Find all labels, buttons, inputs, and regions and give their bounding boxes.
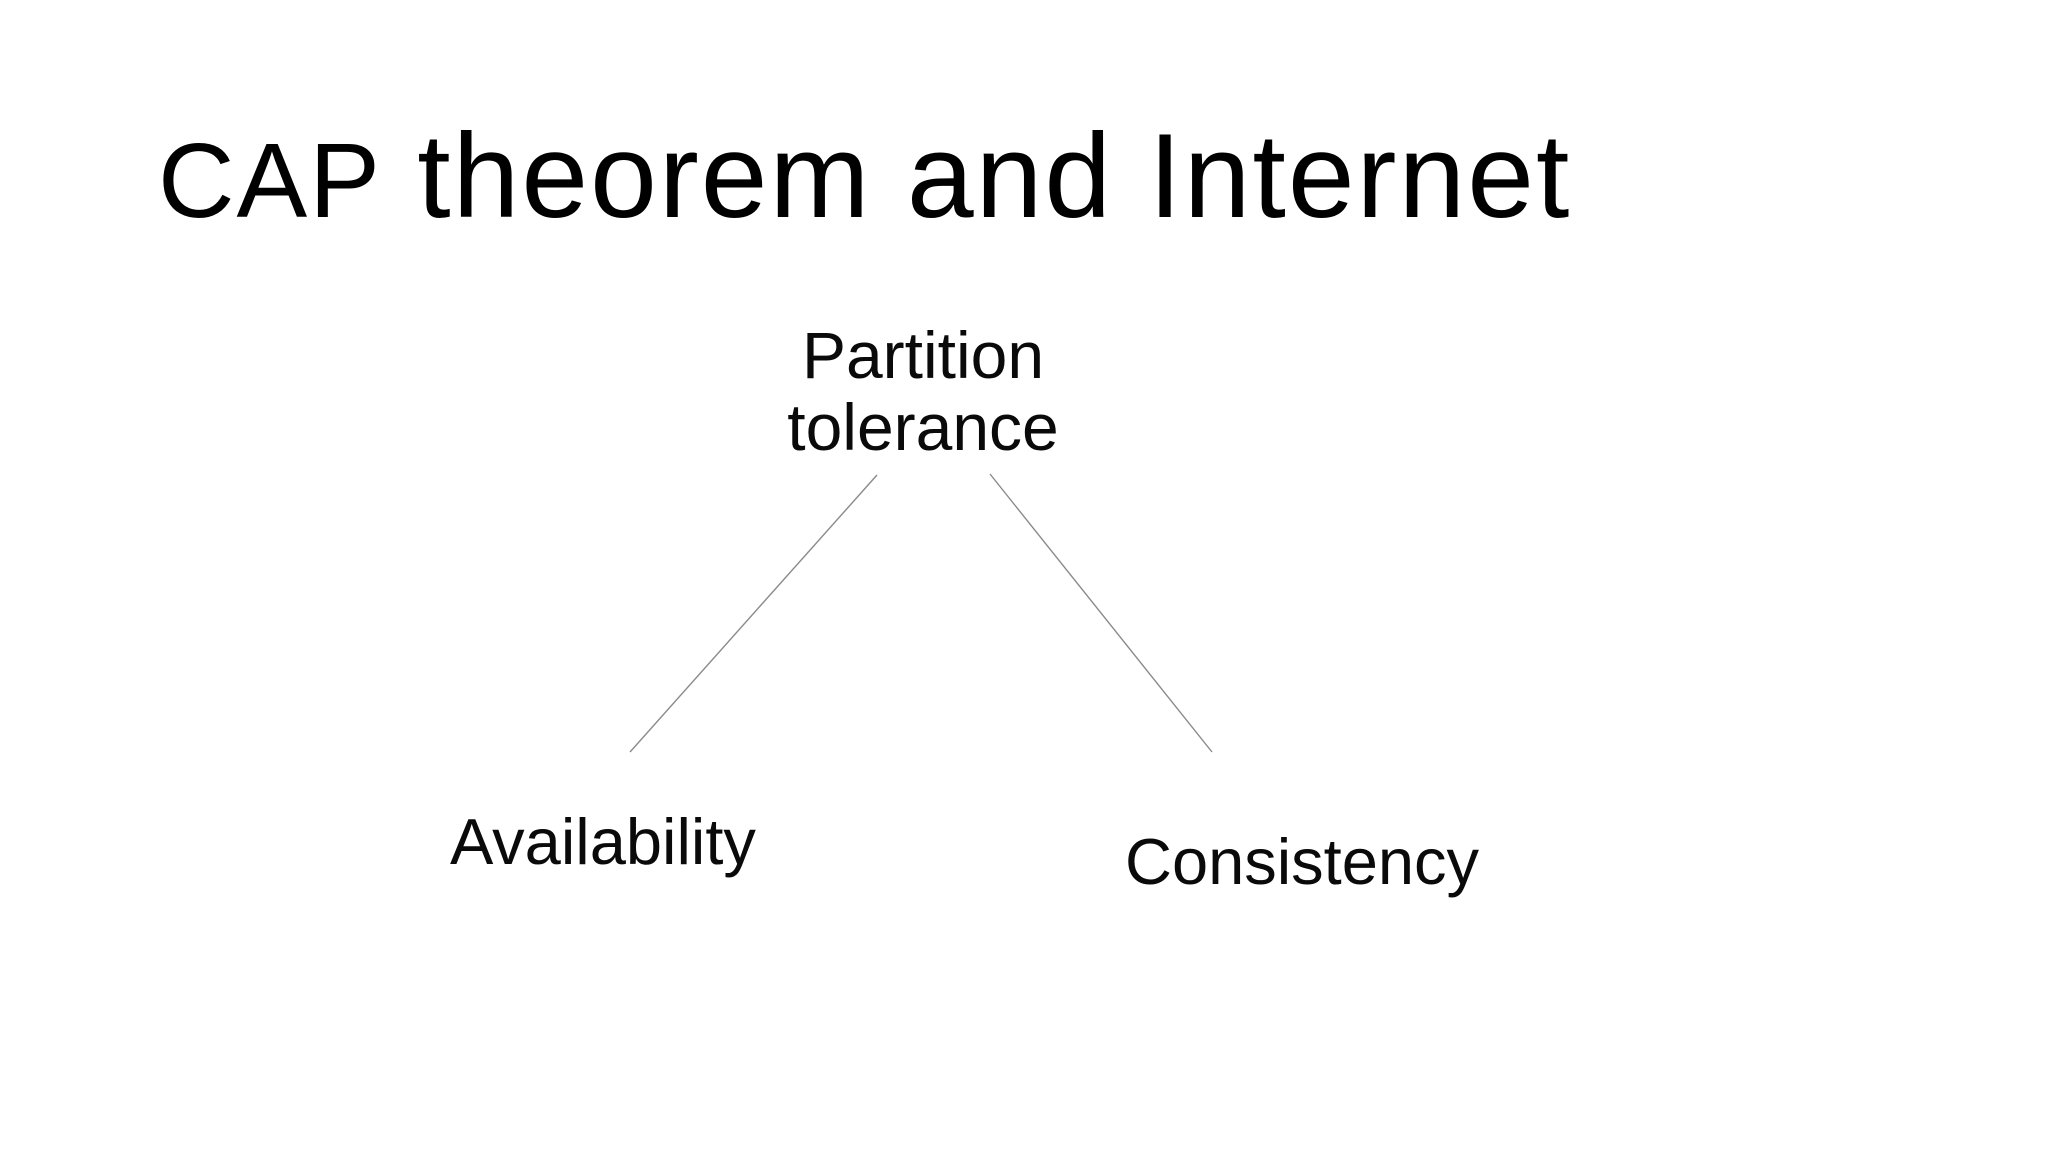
- node-availability: Availability: [450, 805, 756, 878]
- slide-title: CAP theorem and Internet: [158, 109, 1571, 248]
- node-partition-tolerance: Partition tolerance: [787, 318, 1059, 464]
- slide-title-cap: CAP: [158, 122, 382, 240]
- edge-partition-availability: [629, 474, 878, 753]
- slide-title-rest: theorem and Internet: [381, 109, 1572, 243]
- edge-partition-consistency: [989, 473, 1213, 753]
- node-consistency: Consistency: [1125, 825, 1480, 898]
